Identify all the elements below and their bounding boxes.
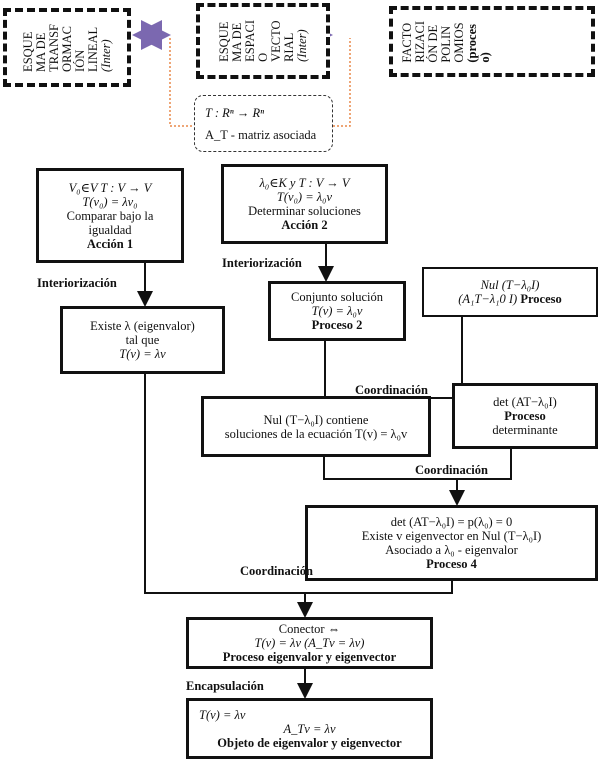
merge-line: [144, 373, 453, 594]
label-coordinacion: Coordinación: [415, 463, 488, 477]
dotted-link-right: [333, 38, 351, 127]
label-coordinacion: Coordinación: [355, 383, 428, 397]
label-coordinacion: Coordinación: [240, 564, 313, 578]
conector-box: Conector ⇔T(v) = λv (A_Tv = λv)Proceso e…: [186, 617, 433, 669]
label-interiorizacion: Interiorización: [37, 276, 117, 290]
bracket: [323, 448, 512, 480]
dotted-link-left: [169, 38, 194, 127]
label-encapsulacion: Encapsulación: [186, 679, 264, 693]
label-interiorizacion: Interiorización: [222, 256, 302, 270]
nul-proceso-box: Nul (T−λ₀I)(A₁T−λ₁0 I) Proceso: [422, 267, 598, 317]
